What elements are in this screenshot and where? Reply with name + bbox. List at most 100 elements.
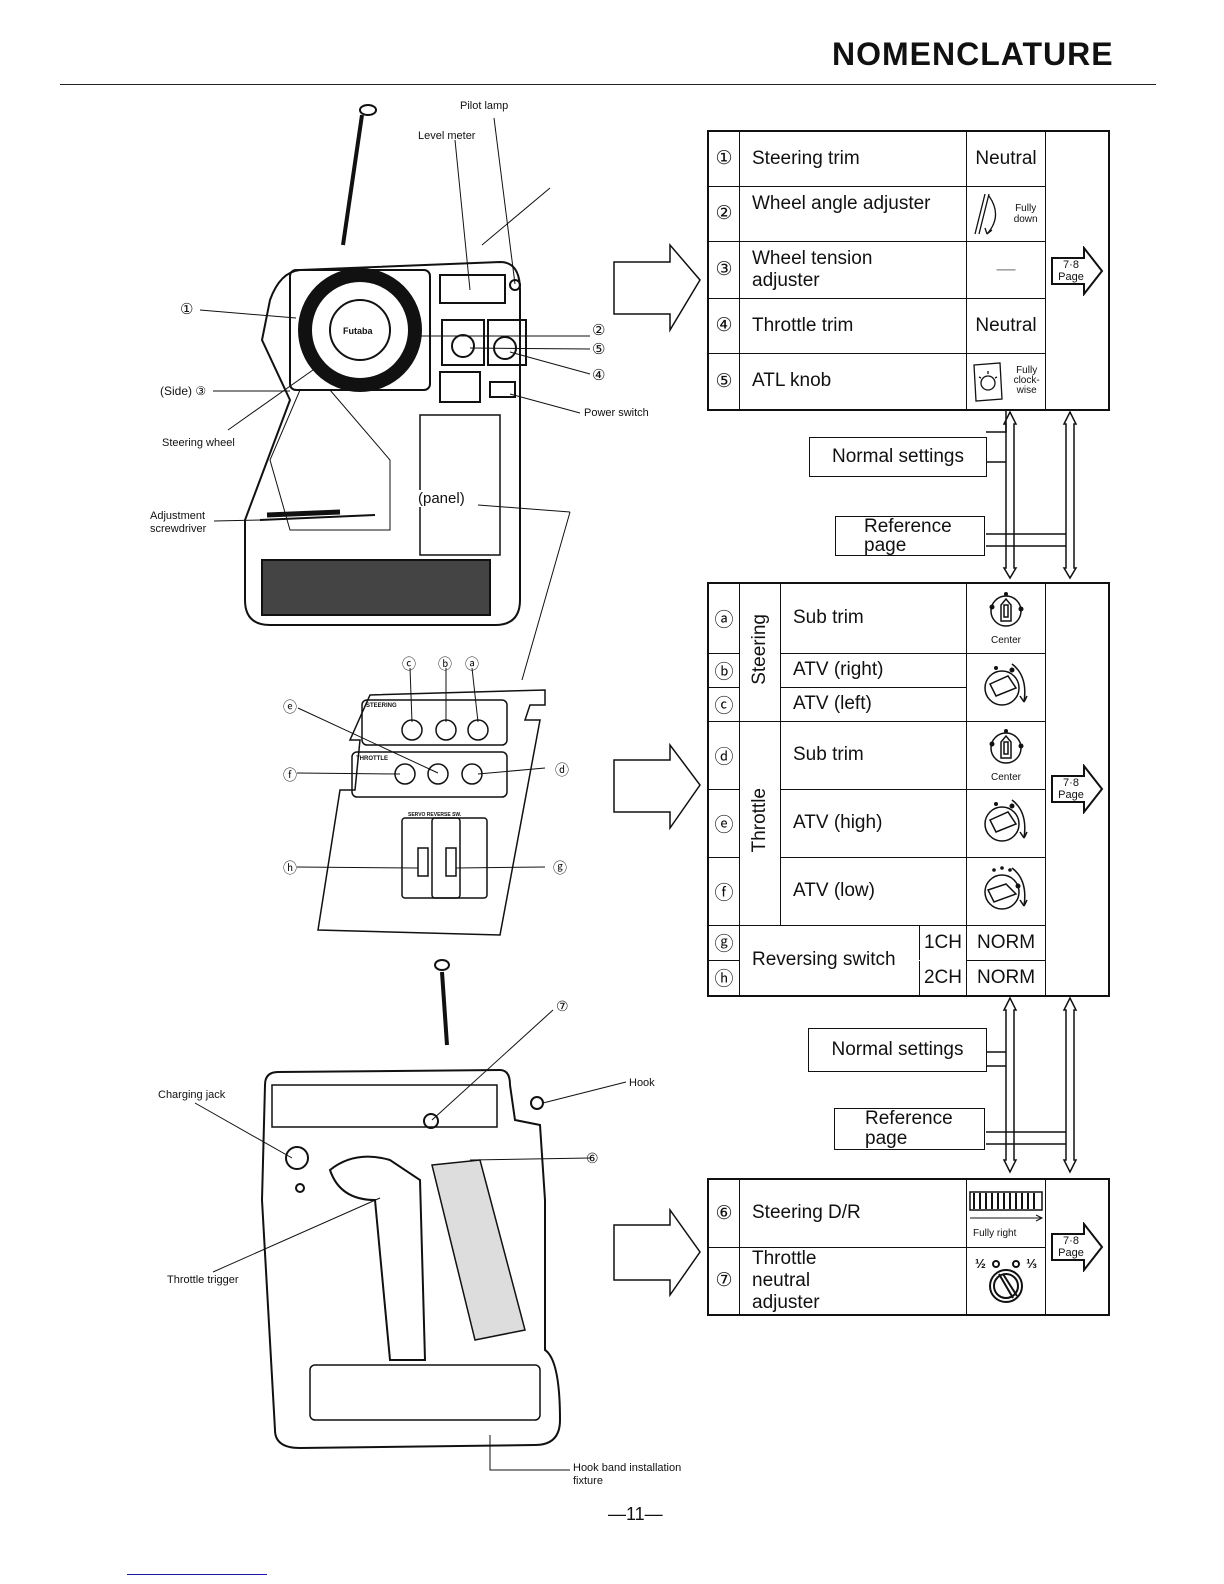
callout-a: ⓐ [465,656,479,672]
table-row: ① Steering trim Neutral 7·8 Page [707,130,1110,411]
row-number: ⑥ [707,1178,740,1248]
reference-page-legend: Reference page [834,1108,985,1150]
callout-f: ⓕ [283,767,297,783]
normal-setting: Center [966,720,1046,790]
subtrim-dial-icon [967,728,1045,772]
control-name: Throttle neutral adjuster [739,1246,967,1315]
dr-slider-icon [967,1188,1045,1228]
atv-dial-icon [967,790,1045,856]
table-row: ⑥ Steering D/R Fully right 7·8 Page [707,1178,1110,1315]
front-transmitter-drawing: Futaba [244,104,527,626]
normal-setting: NORM [976,931,1036,953]
reference-page-legend: Reference page [835,516,985,556]
reference-cell: 7·8 Page [1045,130,1110,411]
table-panel-controls: ⓐ Steering Sub trim Center 7·8 Page ⓑ AT… [707,582,1110,997]
row-number: ⓒ [707,686,740,722]
neutral-dial-icon: ½ ⅓ [971,1256,1041,1306]
control-name: Throttle trim [739,297,967,354]
steering-wheel-label: Steering wheel [162,437,235,449]
page-title: NOMENCLATURE [832,36,1114,72]
svg-text:Futaba: Futaba [343,326,373,336]
callout-6: ⑥ [586,1150,599,1166]
callout-7: ⑦ [556,998,569,1014]
callout-d: ⓓ [555,762,569,778]
channel-label: 1CH [919,925,967,960]
callout-h: ⓗ [283,860,297,876]
row-number: ⓐ [707,582,740,654]
normal-setting: Neutral [966,130,1046,187]
side-3-label: (Side) ③ [160,384,207,398]
row-number: ⓖ [707,924,740,961]
callout-5: ⑤ [592,341,606,358]
table-row: ⓓ Throttle Sub trim Center [707,720,1109,926]
page-ref-arrow-icon [1051,1221,1104,1272]
ref-page-word: Page [1058,789,1084,802]
atl-knob-icon [970,359,1006,403]
control-name: Wheel angle adjuster [739,185,967,242]
subtrim-dial-icon [967,591,1045,635]
group-steering: Steering [739,582,781,722]
reference-cell: 7·8 Page [1045,582,1110,996]
page-ref-arrow-icon [1051,245,1104,296]
value-note: Fully right [973,1227,1017,1239]
table-row: ④ Throttle trim Neutral [707,297,1109,354]
wheel-angle-icon [969,190,1003,238]
page-ref-arrow-icon [1051,764,1104,815]
channel-label: 2CH [919,960,967,995]
page-number: —11— [608,1504,663,1524]
charging-jack-label: Charging jack [158,1089,226,1101]
row-number: ⓕ [707,856,740,926]
level-meter-label: Level meter [418,130,476,142]
row-number: ⓔ [707,788,740,858]
link-underline[interactable] [127,1574,267,1575]
page-ref-arrow[interactable]: 7·8 Page [1050,245,1106,296]
row-number: ③ [707,240,740,299]
page-ref-arrow[interactable]: 7·8 Page [1050,764,1106,815]
value-note: Center [990,771,1021,783]
reversing-row-1ch: 1CH NORM [919,924,1046,961]
arrow-to-table2 [613,742,701,831]
atv-dial-icon [967,654,1045,720]
row-number: ① [707,130,740,187]
atv-low-dial-icon [967,858,1045,924]
control-name: ATL knob [739,352,967,411]
row-number: ④ [707,297,740,354]
normal-settings-legend: Normal settings [809,437,987,477]
control-name: Sub trim [780,720,967,790]
normal-setting [966,652,1046,722]
normal-setting: Fully down [966,185,1046,242]
mark-right: ⅓ [1026,1255,1037,1271]
normal-setting: Fully clock-wise [966,352,1046,411]
hook-band-label: Hook band installation fixture [573,1462,682,1487]
control-name: ATV (left) [780,686,967,722]
throttle-trigger-label: Throttle trigger [167,1274,239,1286]
table-row: ③ Wheel tension adjuster — [707,240,1109,299]
panel-label: (panel) [418,490,465,507]
panel-throttle-label: THROTTLE [356,756,388,762]
row-number: ② [707,185,740,242]
row-number: ⓑ [707,652,740,688]
table-row: ⑦ Throttle neutral adjuster ½ ⅓ [707,1246,1109,1315]
normal-setting: — [966,240,1046,299]
panel-servo-reverse-label: SERVO REVERSE SW. [408,812,462,818]
table-row: ⓐ Steering Sub trim Center 7·8 Page [707,582,1110,996]
ref-pages: 7·8 [1063,1234,1079,1247]
control-name: ATV (low) [780,856,967,926]
group-label: Steering [749,613,770,685]
normal-setting [966,788,1046,858]
table-row: ⓕ ATV (low) [707,856,1109,926]
ref-pages: 7·8 [1063,258,1079,271]
reversing-row-2ch: 2CH NORM [919,959,1046,996]
control-name: Steering trim [739,130,967,187]
normal-setting: Center [966,582,1046,654]
panel-steering-label: STEERING [366,703,397,709]
header-rule [60,84,1156,85]
normal-settings-legend: Normal settings [808,1028,987,1072]
value-note: Fully clock-wise [1013,365,1040,397]
callout-1: ① [180,301,194,318]
row-number: ⑦ [707,1246,740,1315]
table-row: ⑤ ATL knob Fully clock-wise [707,352,1109,411]
arrow-to-table1 [613,242,701,333]
page-ref-arrow[interactable]: 7·8 Page [1050,1221,1106,1272]
